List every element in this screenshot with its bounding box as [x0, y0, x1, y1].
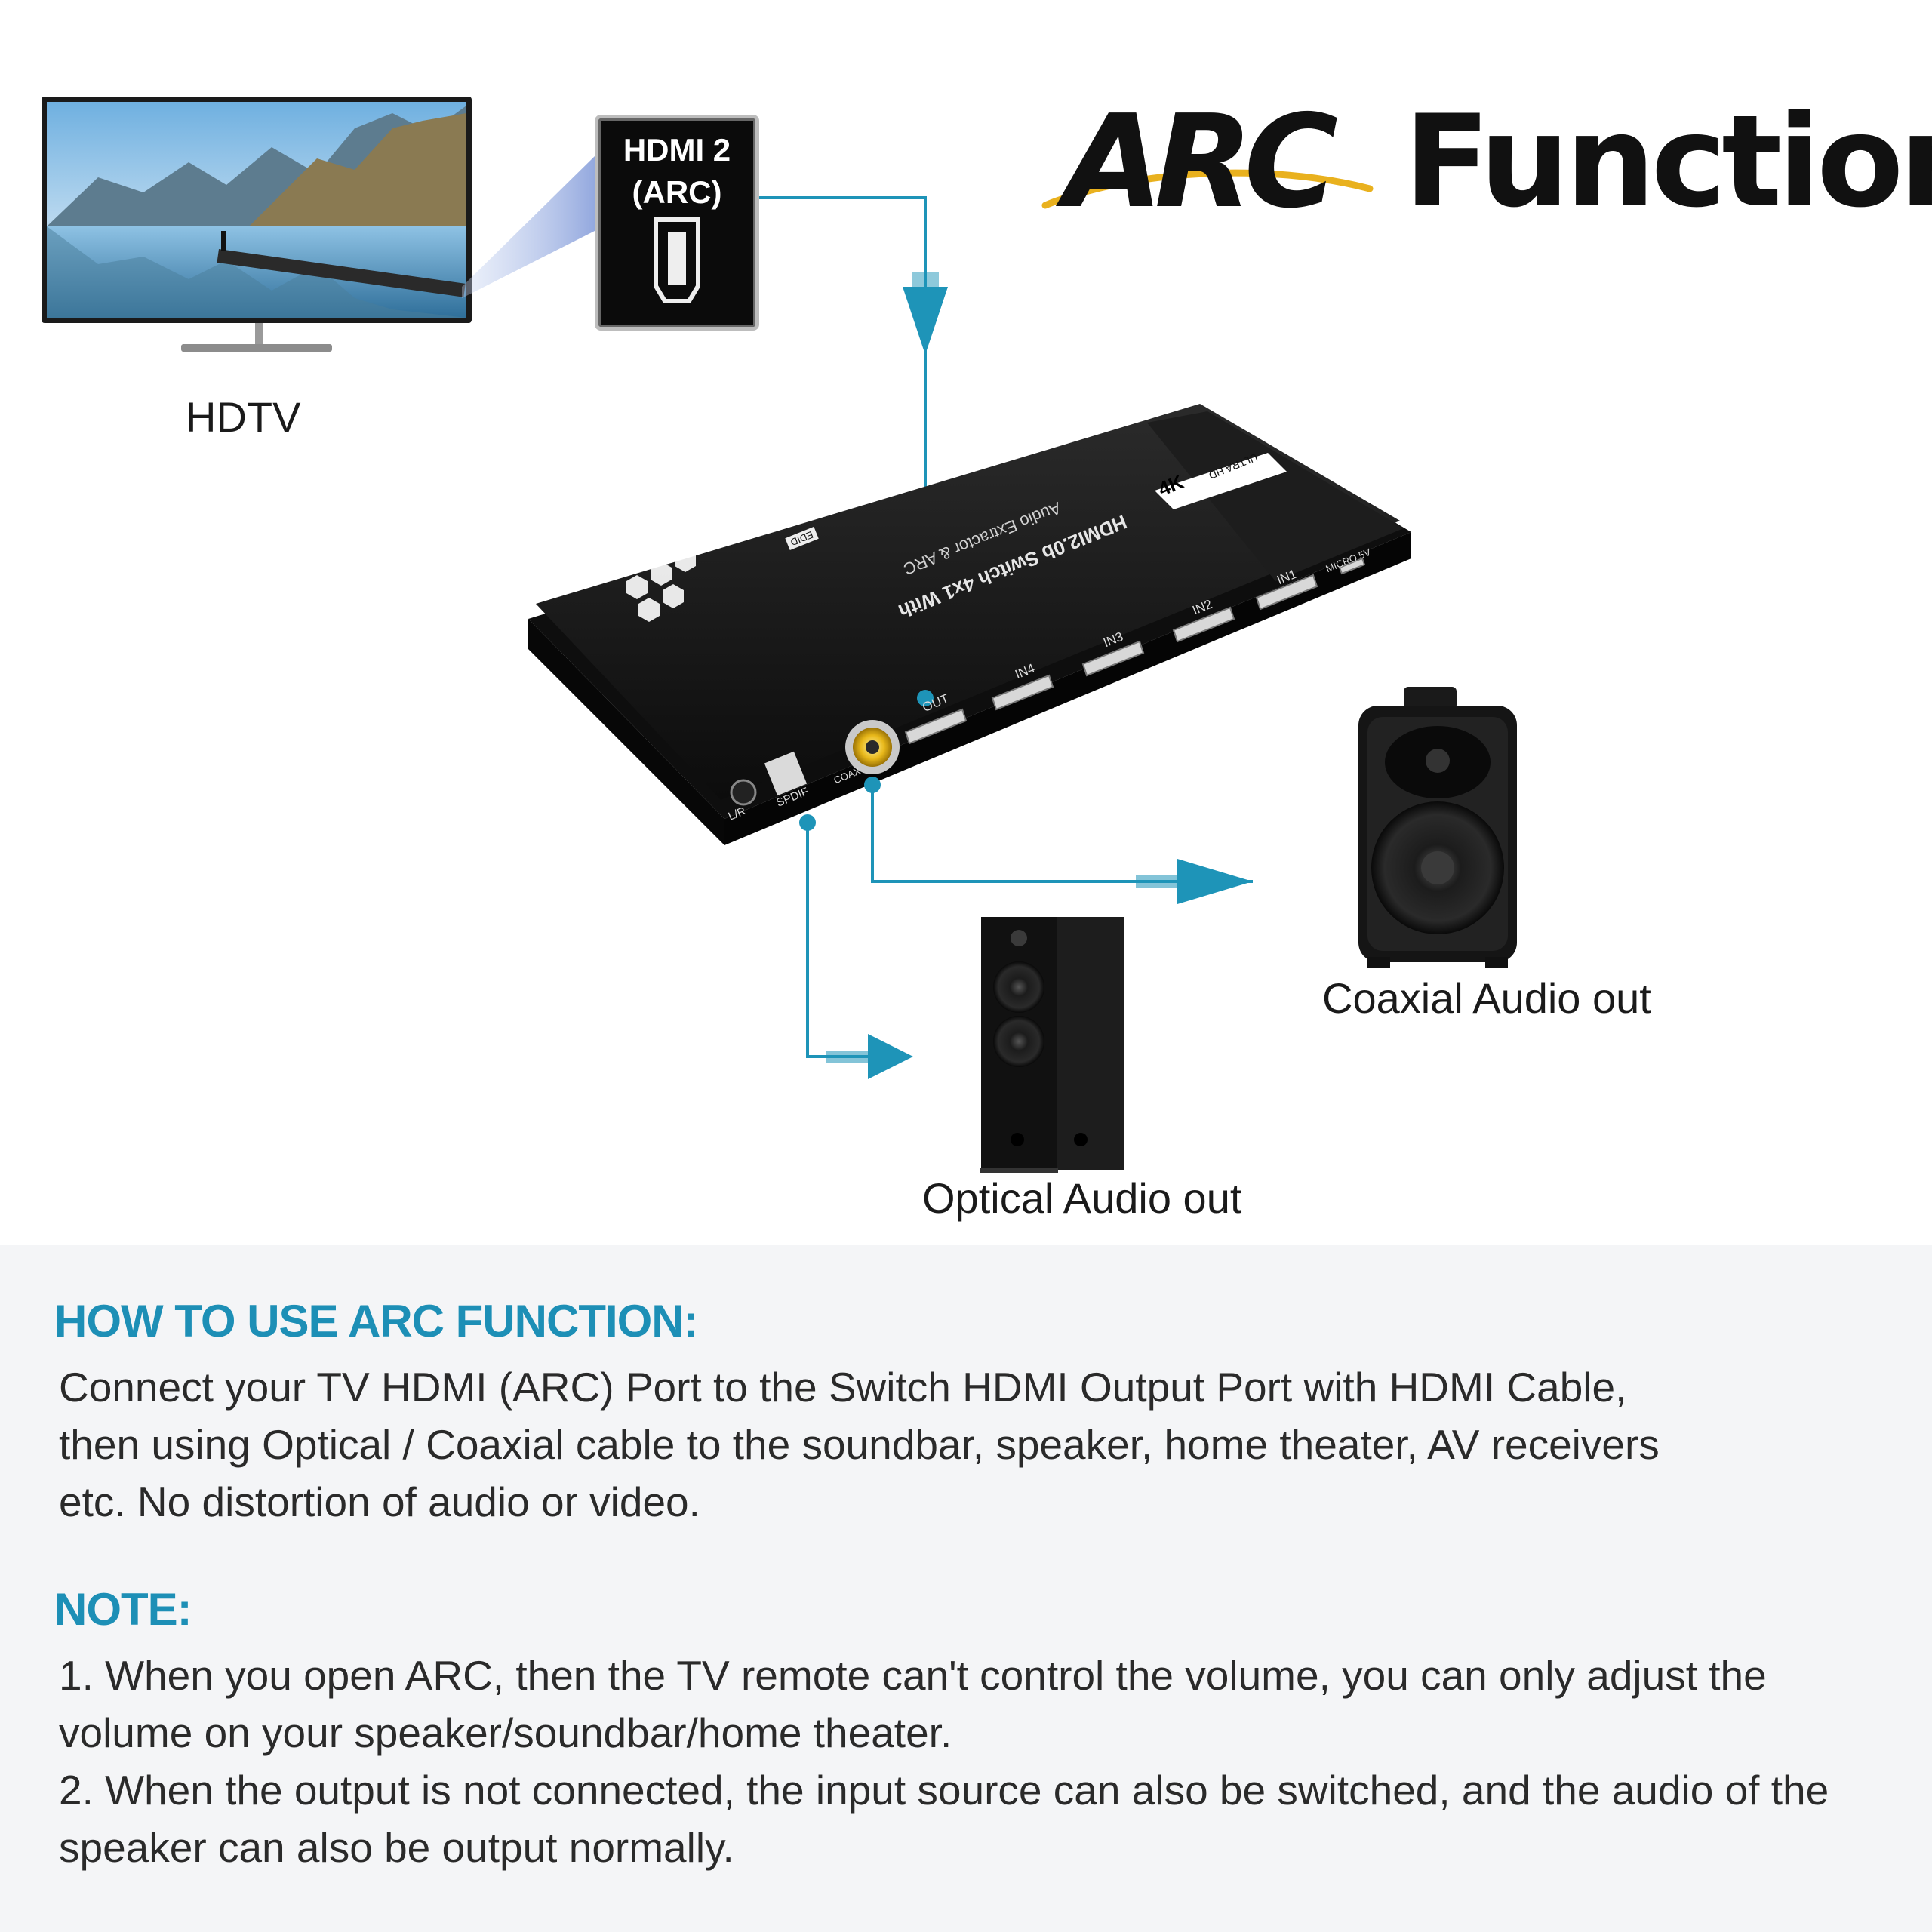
- hdtv-image: [42, 97, 472, 352]
- page-title: ARC Function: [1049, 88, 1932, 264]
- note-heading: NOTE:: [54, 1584, 192, 1635]
- tv-port-zoom-beam: [462, 155, 596, 298]
- tv-hdmi-arc-port-callout: HDMI 2 (ARC): [595, 115, 759, 331]
- instructions-panel: HOW TO USE ARC FUNCTION: Connect your TV…: [0, 1245, 1932, 1932]
- hdtv-label: HDTV: [186, 393, 301, 441]
- note-line-2: volume on your speaker/soundbar/home the…: [59, 1709, 952, 1756]
- note-line-1: 1. When you open ARC, then the TV remote…: [59, 1652, 1767, 1699]
- title-function-word: Function: [1404, 88, 1932, 235]
- title-swoosh: [1041, 169, 1374, 209]
- note-line-4: speaker can also be output normally.: [59, 1824, 734, 1871]
- hdmi-port-line1: HDMI 2: [623, 132, 731, 168]
- arrow-icons: [826, 272, 1253, 1079]
- how-to-line-3: etc. No distortion of audio or video.: [59, 1478, 700, 1525]
- how-to-line-1: Connect your TV HDMI (ARC) Port to the S…: [59, 1364, 1627, 1411]
- coaxial-audio-out-label: Coaxial Audio out: [1322, 974, 1651, 1022]
- hdmi-port-icon: [654, 217, 700, 303]
- optical-speakers-image: [980, 917, 1124, 1173]
- hdmi-switch-device: [528, 404, 1411, 845]
- how-to-heading: HOW TO USE ARC FUNCTION:: [54, 1296, 699, 1346]
- hdmi-port-line2: (ARC): [632, 174, 722, 210]
- note-line-3: 2. When the output is not connected, the…: [59, 1767, 1829, 1814]
- optical-audio-out-label: Optical Audio out: [922, 1174, 1242, 1222]
- arc-connection-diagram: [42, 97, 1517, 1173]
- coaxial-speaker-image: [1358, 687, 1517, 968]
- title-arc-word: ARC: [1064, 88, 1338, 237]
- how-to-line-2: then using Optical / Coaxial cable to th…: [59, 1421, 1660, 1468]
